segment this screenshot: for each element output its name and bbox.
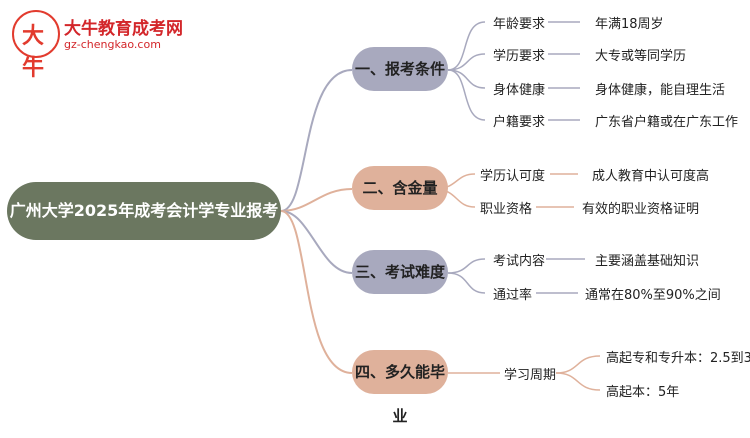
- connector-root-b3: [280, 210, 353, 274]
- leaf-value: 大专或等同学历: [595, 49, 687, 64]
- branch-node-4: 四、多久能毕业: [352, 350, 448, 425]
- leaf-value: 广东省户籍或在广东工作: [595, 115, 739, 130]
- leaf-value: 通常在80%至90%之间: [585, 288, 721, 303]
- leaf-key: 学历要求: [493, 49, 546, 64]
- leaf-value: 有效的职业资格证明: [582, 202, 700, 217]
- leaf-key: 年龄要求: [493, 17, 546, 32]
- leaf-value: 主要涵盖基础知识: [595, 254, 700, 269]
- branch-node-2: 二、含金量: [352, 166, 448, 210]
- root-node: 广州大学2025年成考会计学专业报考条件: [7, 182, 281, 278]
- branch-node-1: 一、报考条件: [352, 47, 448, 91]
- leaf-value: 高起专和专升本：2.5到3年: [606, 351, 750, 366]
- leaf-value: 身体健康，能自理生活: [595, 83, 726, 98]
- leaf-key: 学习周期: [504, 368, 557, 383]
- leaf-value: 高起本：5年: [606, 385, 680, 400]
- leaf-key: 考试内容: [493, 254, 546, 269]
- leaf-value: 成人教育中认可度高: [592, 169, 710, 184]
- connector-root-b1: [280, 69, 353, 212]
- connector-b1-1: [447, 21, 486, 71]
- connector-root-b2: [280, 188, 353, 212]
- leaf-value: 年满18周岁: [595, 17, 664, 32]
- logo-mark: 大牛: [12, 10, 60, 81]
- connector-b4-1b: [555, 372, 601, 391]
- mindmap-connectors: [280, 21, 601, 391]
- leaf-key: 学历认可度: [480, 169, 546, 184]
- leaf-key: 通过率: [493, 288, 533, 303]
- connector-root-b4: [280, 210, 353, 374]
- logo: 大牛 大牛教育成考网 gz-chengkao.com: [12, 10, 183, 81]
- logo-title: 大牛教育成考网: [64, 19, 183, 39]
- leaf-key: 职业资格: [480, 202, 533, 217]
- connector-b3-2: [447, 272, 486, 294]
- connector-b3-1: [447, 258, 486, 274]
- connector-b4-1a: [555, 355, 601, 374]
- connector-b1-4: [447, 69, 486, 121]
- connector-b1-2: [447, 53, 486, 71]
- leaf-key: 身体健康: [493, 83, 546, 98]
- leaf-key: 户籍要求: [493, 115, 546, 130]
- connector-b1-3: [447, 69, 486, 89]
- branch-node-3: 三、考试难度: [352, 250, 448, 294]
- logo-url: gz-chengkao.com: [64, 38, 161, 51]
